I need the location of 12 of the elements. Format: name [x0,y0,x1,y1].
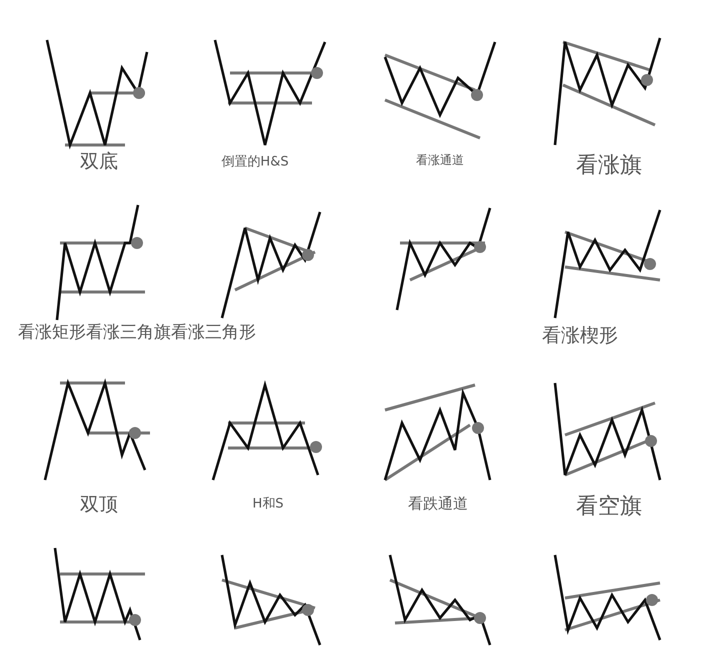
pattern-label: 双底 [80,152,118,172]
pattern-label: 看涨三角旗 [86,324,171,342]
pattern-label: 看涨三角形 [171,324,256,342]
pattern-label: H和S [252,498,284,510]
pattern-label: 倒置的H&S [221,156,289,168]
pattern-label: 双顶 [80,496,118,514]
pattern-label: 看涨通道 [416,154,464,166]
pattern-label: 看涨矩形 [18,324,86,342]
pattern-label: 看跌通道 [408,496,468,512]
pattern-label: 看涨楔形 [542,326,618,346]
pattern-label: 看涨旗 [576,155,642,177]
pattern-label: 看空旗 [576,496,642,518]
